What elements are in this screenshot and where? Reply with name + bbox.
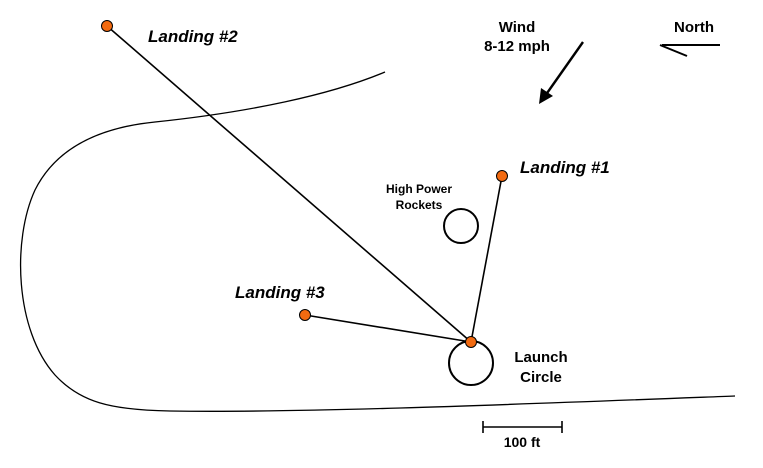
high-power-label-line2: Rockets xyxy=(396,198,443,212)
scale-bar-label: 100 ft xyxy=(504,434,541,450)
landing-2-marker xyxy=(101,20,113,32)
launch-label-line1: Launch xyxy=(514,349,567,366)
landing-1-label: Landing #1 xyxy=(520,158,610,177)
scale-bar xyxy=(482,421,563,433)
launch-point-marker xyxy=(465,336,477,348)
landing-2-label: Landing #2 xyxy=(148,27,238,46)
landing-3-label: Landing #3 xyxy=(235,283,325,302)
wind-direction-arrow-icon xyxy=(539,41,584,104)
field-boundary xyxy=(19,71,736,412)
flight-path-landing-2 xyxy=(106,25,472,343)
north-arrow-icon xyxy=(659,44,720,57)
landing-1-marker xyxy=(496,170,508,182)
flight-path-landing-3 xyxy=(304,314,472,343)
landing-3-marker xyxy=(299,309,311,321)
high-power-rockets-circle xyxy=(443,208,479,244)
wind-label-line1: Wind xyxy=(499,19,536,36)
high-power-label-line1: High Power xyxy=(386,182,452,196)
launch-label-line2: Circle xyxy=(520,369,562,386)
wind-label-line2: 8-12 mph xyxy=(484,38,550,55)
north-label: North xyxy=(674,19,714,36)
flight-path-landing-1 xyxy=(470,175,503,343)
